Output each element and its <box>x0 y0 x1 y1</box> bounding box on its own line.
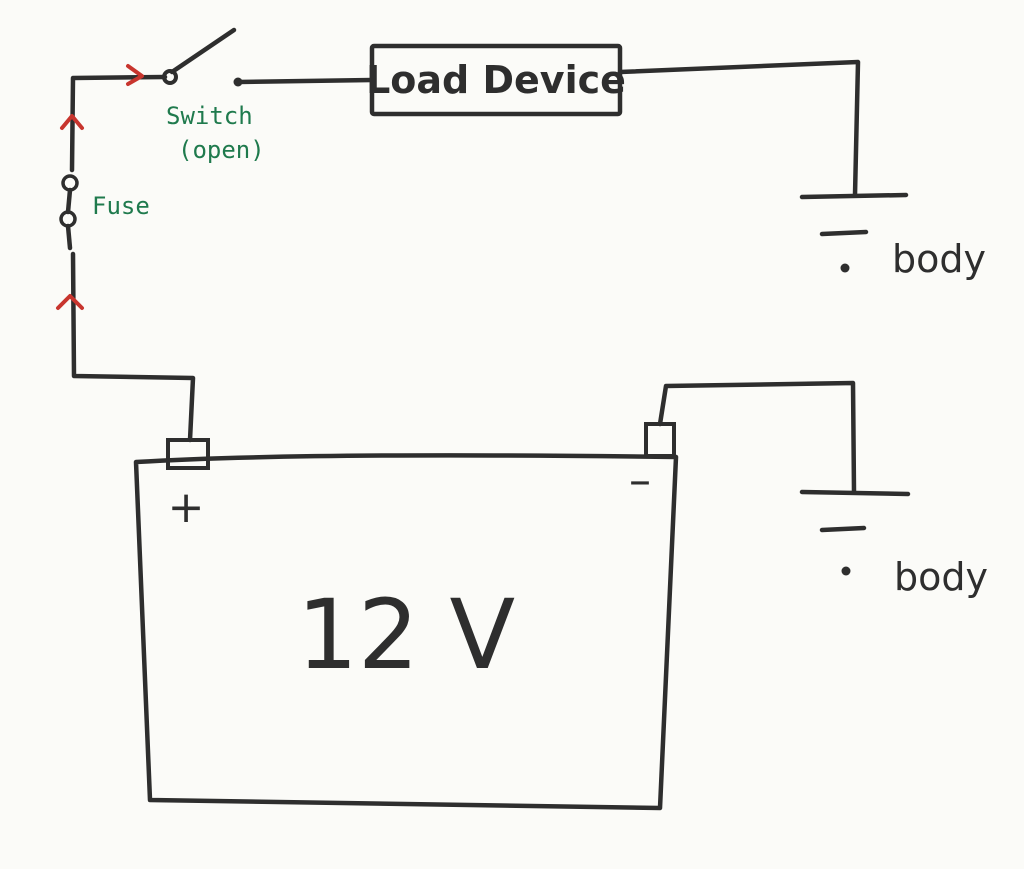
wire-load-to-ground-upper <box>617 59 861 198</box>
wire-battery-to-fuse <box>70 251 196 443</box>
wires <box>69 59 861 495</box>
switch <box>162 27 243 87</box>
current-arrow-icon-left-upper <box>60 114 84 130</box>
switch-label-line1: Switch <box>166 102 253 130</box>
ground-lower-dot <box>841 566 851 576</box>
battery: + – 12 V <box>133 422 679 811</box>
ground-upper-line-2 <box>819 229 869 237</box>
current-arrow-icon-left-lower <box>56 294 84 310</box>
load-device: Load Device <box>366 43 626 117</box>
ground-symbol-lower: body <box>799 489 988 599</box>
fuse <box>59 174 79 251</box>
wire-switch-to-load <box>235 77 375 85</box>
battery-terminal-negative <box>644 422 676 458</box>
ground-lower-label: body <box>894 555 988 599</box>
current-direction-arrows <box>56 64 144 310</box>
ground-lower-line-2 <box>819 525 867 533</box>
fuse-lead-bottom <box>65 223 73 251</box>
load-device-box <box>369 43 623 117</box>
component-labels: Switch (open) Fuse <box>92 102 265 220</box>
load-device-label: Load Device <box>366 58 626 102</box>
ground-upper-line-1 <box>799 192 909 200</box>
ground-lower-line-1 <box>799 489 911 497</box>
battery-positive-sign: + <box>168 482 205 533</box>
battery-negative-sign: – <box>629 455 651 506</box>
ground-symbol-upper: body <box>799 192 986 281</box>
ground-upper-label: body <box>892 237 986 281</box>
current-arrow-icon-top <box>126 64 144 86</box>
switch-label-line2: (open) <box>178 136 265 164</box>
wire-fuse-to-switch <box>69 74 168 173</box>
switch-lever <box>169 27 237 75</box>
battery-terminal-positive <box>166 438 210 470</box>
fuse-label: Fuse <box>92 192 150 220</box>
ground-upper-dot <box>840 263 850 273</box>
battery-voltage-label: 12 V <box>297 579 515 691</box>
switch-contact <box>233 77 243 87</box>
wire-battery-negative-to-ground <box>657 380 857 495</box>
fuse-element <box>65 187 73 215</box>
